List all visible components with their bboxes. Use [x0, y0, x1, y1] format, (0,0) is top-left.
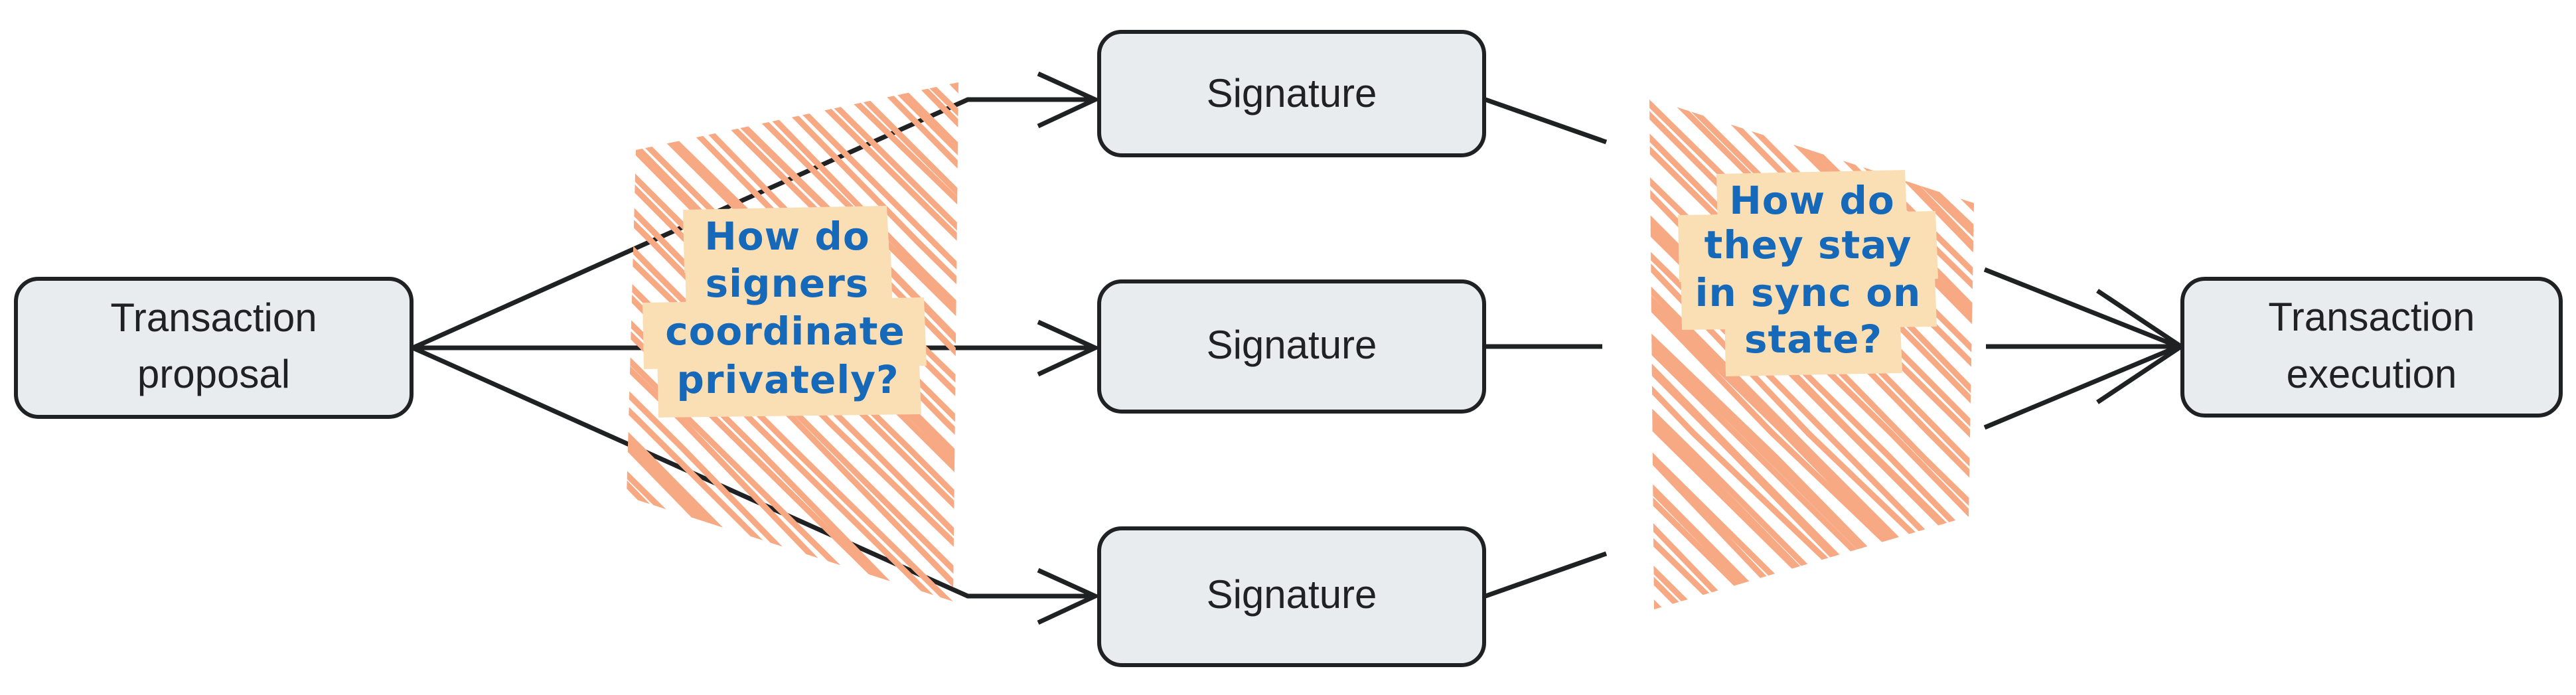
arrowhead-signature3-in: [1037, 568, 1101, 625]
node-signature-2-label: Signature: [1207, 323, 1377, 367]
node-signature-2[interactable]: Signature: [1097, 279, 1486, 414]
annotation-right-highlights: [1678, 170, 1938, 376]
node-signature-1-label: Signature: [1207, 71, 1377, 116]
annotation-right-line-4: state?: [1744, 317, 1882, 362]
annotation-left-question: How do signers coordinate privately?: [627, 82, 958, 601]
node-transaction-execution-label-line2: execution: [2287, 352, 2457, 396]
annotation-right-line-3: in sync on: [1695, 270, 1922, 315]
annotation-left-highlights: [643, 206, 927, 418]
node-signature-1-rect[interactable]: [1097, 30, 1486, 157]
node-transaction-proposal-label-line2: proposal: [137, 352, 290, 396]
node-signature-3-label: Signature: [1207, 572, 1377, 617]
node-transaction-execution-label-line1: Transaction: [2268, 295, 2474, 339]
node-transaction-proposal-label-line1: Transaction: [110, 295, 317, 340]
edge-proposal-signature1: [412, 97, 1094, 350]
edge-signature3-execution-cont: [1983, 344, 2180, 430]
node-transaction-execution[interactable]: Transaction execution: [2180, 277, 2563, 418]
edge-signature1-execution-cont: [1983, 267, 2180, 349]
node-signature-3[interactable]: Signature: [1097, 526, 1486, 667]
annotation-right-line-2: they stay: [1705, 222, 1912, 268]
node-signature-1[interactable]: Signature: [1097, 30, 1486, 157]
annotation-left-line-4: privately?: [676, 357, 899, 402]
annotation-left-line-1: How do: [704, 214, 870, 259]
annotation-left-line-3: coordinate: [665, 309, 905, 354]
edge-proposal-signature3: [412, 345, 1094, 599]
annotation-right-question: How do they stay in sync on state?: [1649, 98, 1974, 609]
edge-signature1-execution: [1484, 97, 1608, 145]
node-signature-3-rect[interactable]: [1097, 526, 1486, 667]
node-transaction-execution-rect[interactable]: [2180, 277, 2563, 418]
annotation-right-line-1: How do: [1729, 178, 1895, 223]
node-signature-2-rect[interactable]: [1097, 279, 1486, 414]
arrowhead-signature2-in: [1037, 319, 1101, 377]
arrowhead-signature1-in: [1037, 71, 1101, 129]
annotation-left-line-2: signers: [706, 261, 870, 306]
node-transaction-proposal[interactable]: Transaction proposal: [14, 277, 414, 419]
node-transaction-proposal-rect[interactable]: [14, 277, 414, 419]
edge-signature3-execution: [1484, 551, 1608, 599]
